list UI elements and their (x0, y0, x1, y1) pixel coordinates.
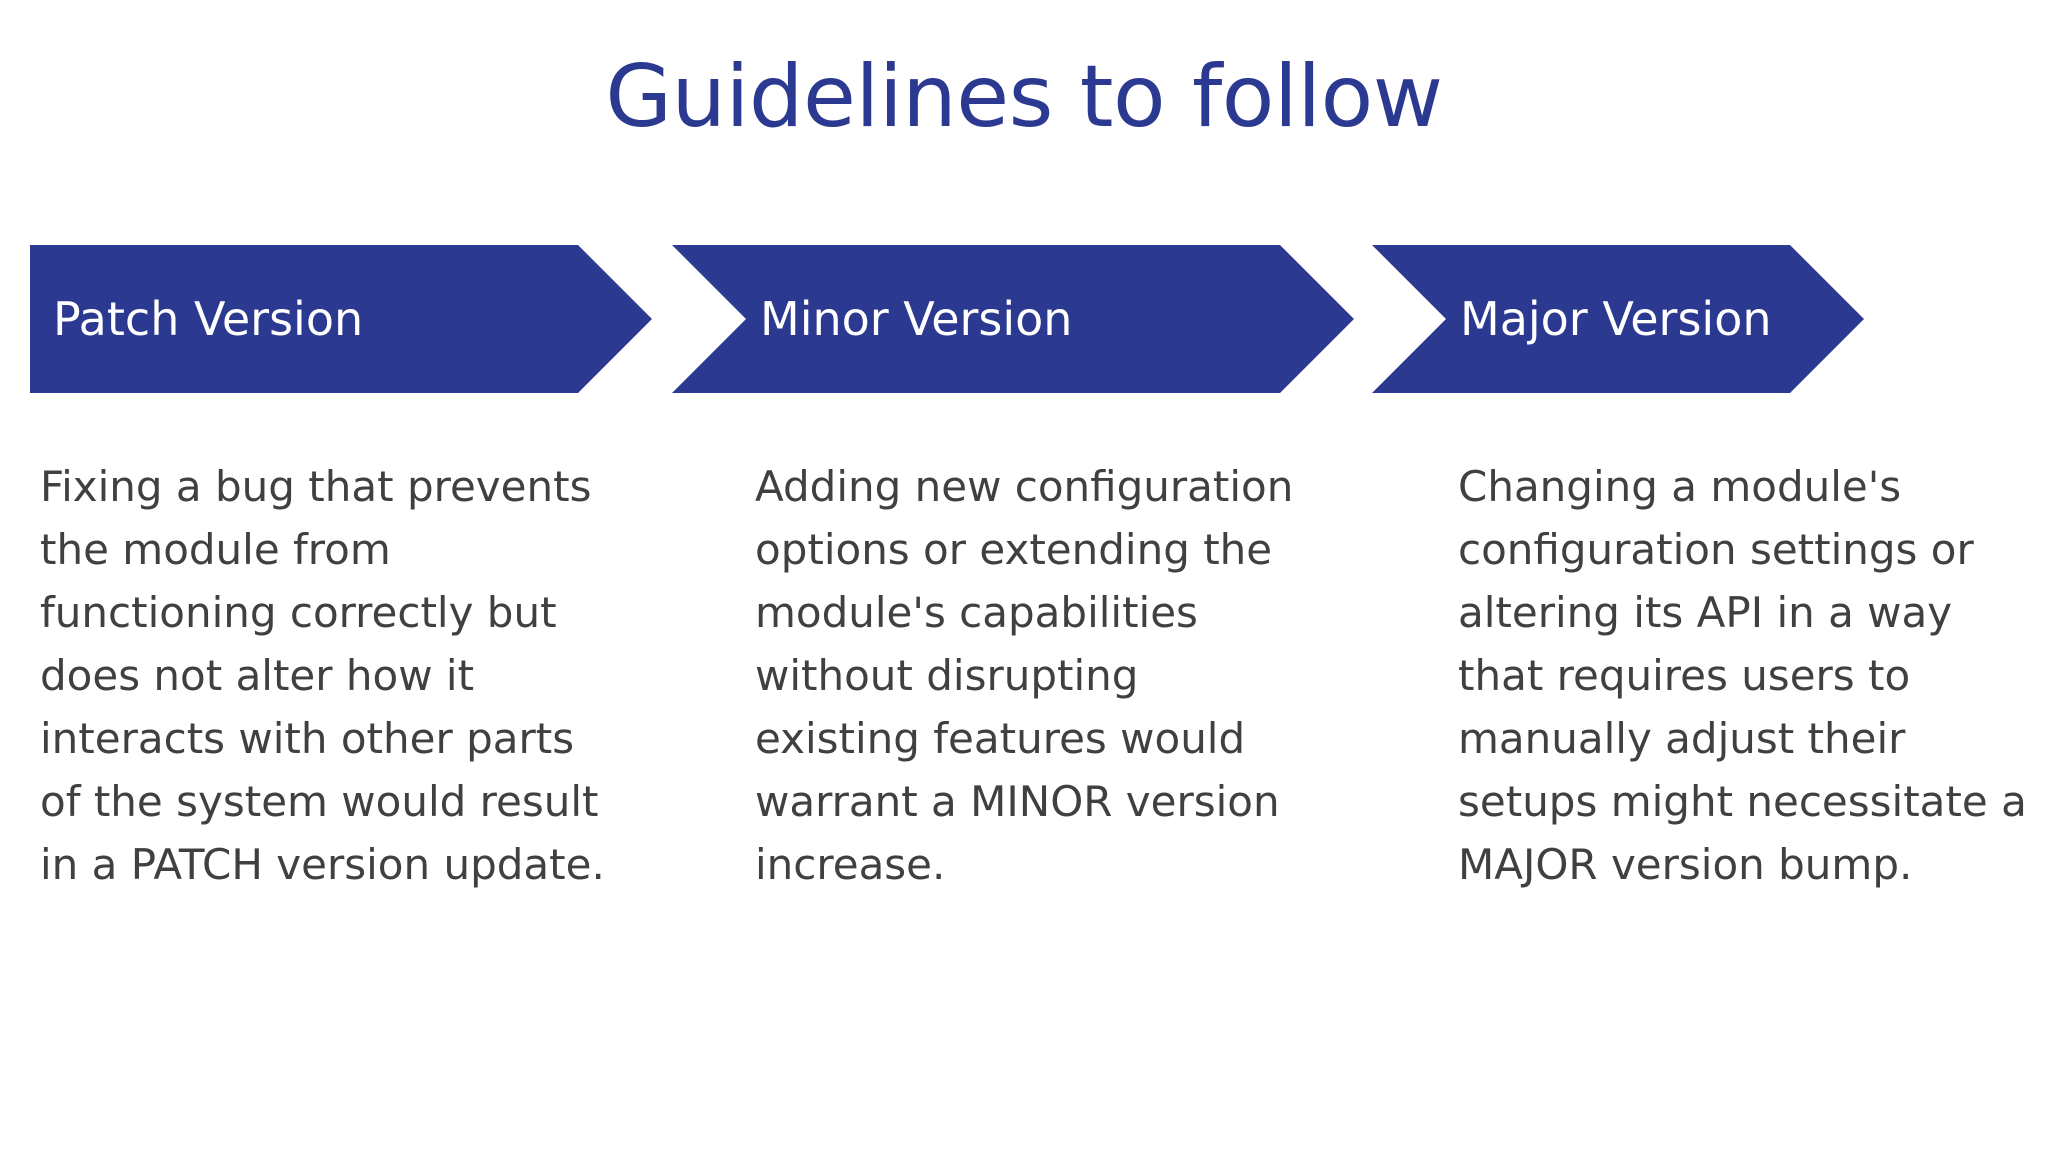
description-columns: Fixing a bug that prevents the module fr… (0, 455, 2048, 975)
description-major-version: Changing a module's configuration settin… (1458, 462, 2027, 889)
page-title: Guidelines to follow (605, 47, 1443, 147)
chevron-label-major-version: Major Version (1460, 292, 1772, 346)
chevron-step-minor-version[interactable]: Minor Version (672, 245, 1354, 393)
chevron-process-band: Patch Version Minor Version Major Versio… (0, 245, 2048, 393)
chevron-label-minor-version: Minor Version (760, 292, 1073, 346)
chevron-label-patch-version: Patch Version (53, 292, 364, 346)
chevron-step-major-version[interactable]: Major Version (1372, 245, 1864, 393)
description-minor-version: Adding new configuration options or exte… (755, 462, 1294, 889)
description-patch-version: Fixing a bug that prevents the module fr… (40, 462, 605, 889)
chevron-step-patch-version[interactable]: Patch Version (30, 245, 652, 393)
